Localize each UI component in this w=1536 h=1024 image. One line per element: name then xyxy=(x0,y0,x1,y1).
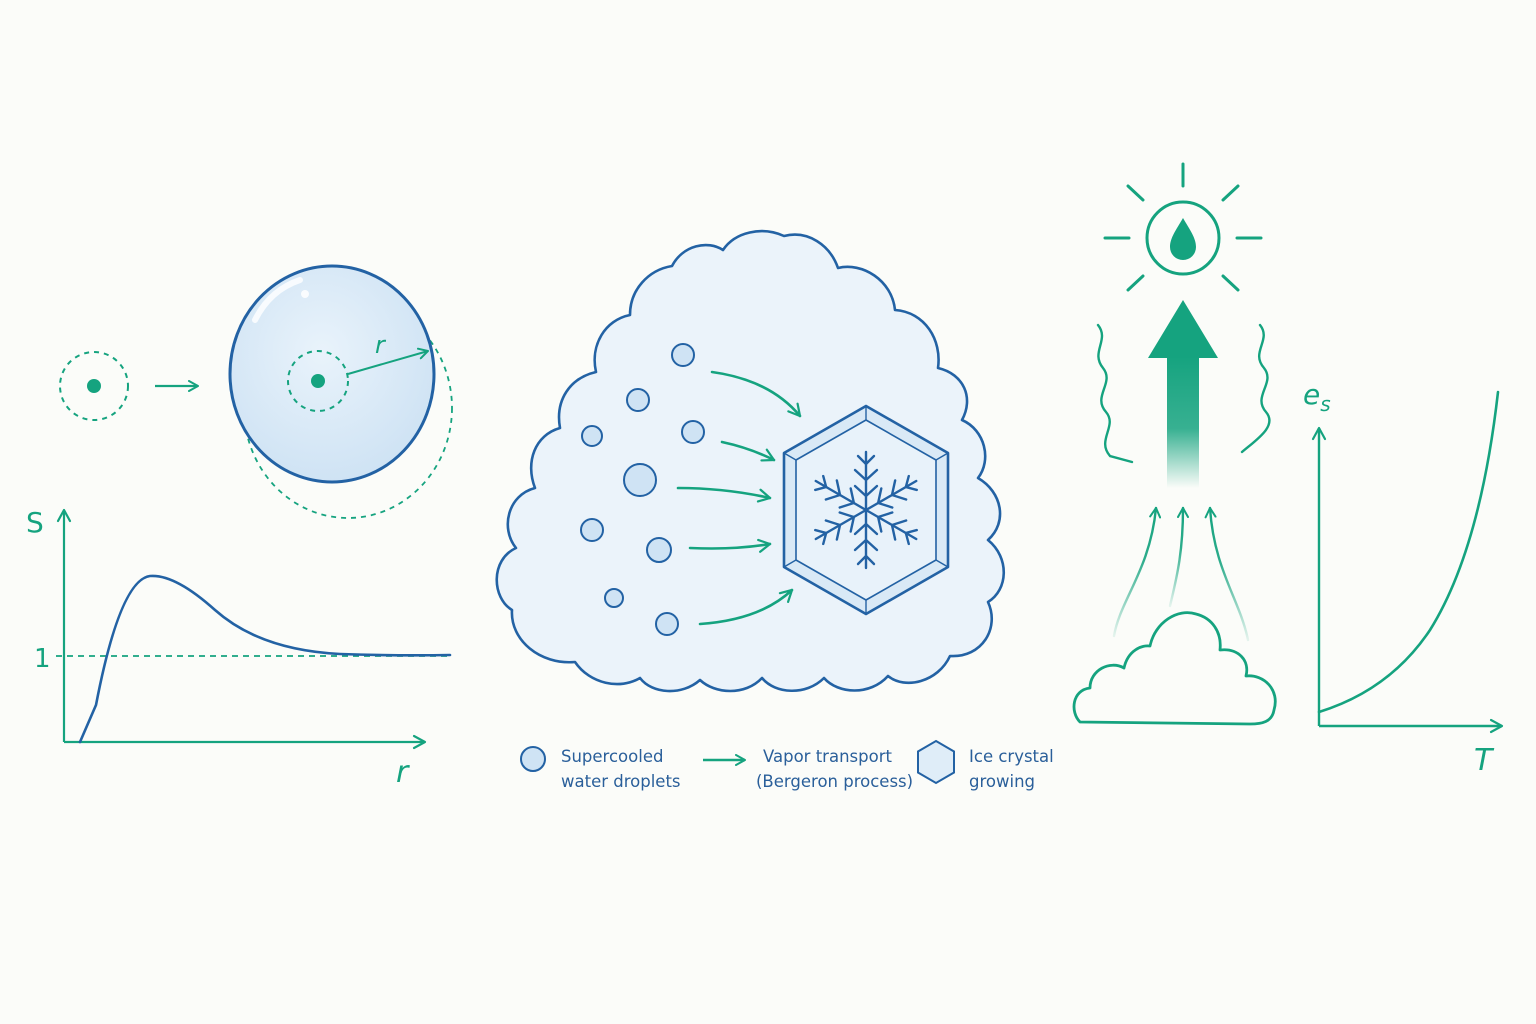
legend-item-transport: Vapor transport (Bergeron process) xyxy=(703,747,913,791)
droplet xyxy=(646,537,672,563)
supercooled-droplets xyxy=(580,343,705,636)
legend-crystal-line2: growing xyxy=(969,772,1035,791)
droplet xyxy=(580,518,604,542)
radius-arrow xyxy=(347,347,429,375)
evaporation-panel xyxy=(1072,162,1277,726)
vapor-arrow xyxy=(698,588,794,626)
kohler-reference-tick-label: 1 xyxy=(34,644,51,674)
legend-transport-line2: (Bergeron process) xyxy=(756,772,913,791)
clausius-curve xyxy=(1317,390,1500,714)
clausius-y-axis-label-main: e xyxy=(1303,378,1320,411)
kohler-curve xyxy=(78,574,452,744)
hexagon-legend-icon xyxy=(917,739,955,785)
sun-icon xyxy=(1103,162,1263,292)
droplet xyxy=(681,420,705,444)
vapor-transport-arrows xyxy=(676,370,802,626)
legend-item-droplets: Supercooled water droplets xyxy=(520,746,681,791)
droplet xyxy=(671,343,695,367)
bergeron-cloud-panel xyxy=(495,229,1006,693)
legend-droplets-line2: water droplets xyxy=(561,772,681,791)
nucleation-panel: r xyxy=(59,264,453,519)
ice-crystal xyxy=(782,404,950,616)
droplet xyxy=(626,388,650,412)
droplet xyxy=(581,425,603,447)
kohler-y-axis-label: S xyxy=(26,506,44,539)
rising-vapor-streams xyxy=(1112,506,1250,642)
clausius-x-axis-label: T xyxy=(1474,743,1495,778)
vapor-arrow xyxy=(720,440,776,462)
legend-droplets-line1: Supercooled xyxy=(561,747,663,766)
vapor-arrow xyxy=(676,486,772,503)
clausius-y-axis-label: es xyxy=(1303,378,1331,416)
heat-wave-left xyxy=(1096,323,1134,464)
clausius-chart: es T xyxy=(1303,378,1504,778)
snowflake-icon xyxy=(814,450,918,570)
water-drop-icon xyxy=(1170,218,1196,260)
radius-label: r xyxy=(375,331,387,359)
legend-transport-line1: Vapor transport xyxy=(763,747,892,766)
clausius-y-axis-label-sub: s xyxy=(1320,392,1330,416)
cloud-icon xyxy=(1072,611,1277,726)
heat-wave-right xyxy=(1240,323,1271,454)
droplet xyxy=(604,588,624,608)
up-arrow-icon xyxy=(1148,300,1218,488)
droplet xyxy=(655,612,679,636)
kohler-x-axis-label: r xyxy=(396,755,410,790)
vapor-stream xyxy=(1112,506,1162,638)
small-nucleus xyxy=(59,351,129,421)
droplet-legend-icon xyxy=(520,746,546,772)
vapor-arrow xyxy=(710,370,802,418)
legend-item-crystal: Ice crystal growing xyxy=(917,739,1054,791)
bergeron-legend: Supercooled water droplets Vapor transpo… xyxy=(520,739,1054,791)
vapor-arrow xyxy=(688,538,772,553)
vapor-stream xyxy=(1204,506,1250,642)
vapor-stream xyxy=(1168,506,1189,608)
grown-droplet: r xyxy=(228,264,453,519)
legend-crystal-line1: Ice crystal xyxy=(969,747,1054,766)
kohler-chart: S r 1 xyxy=(26,506,452,790)
droplet xyxy=(623,463,657,497)
